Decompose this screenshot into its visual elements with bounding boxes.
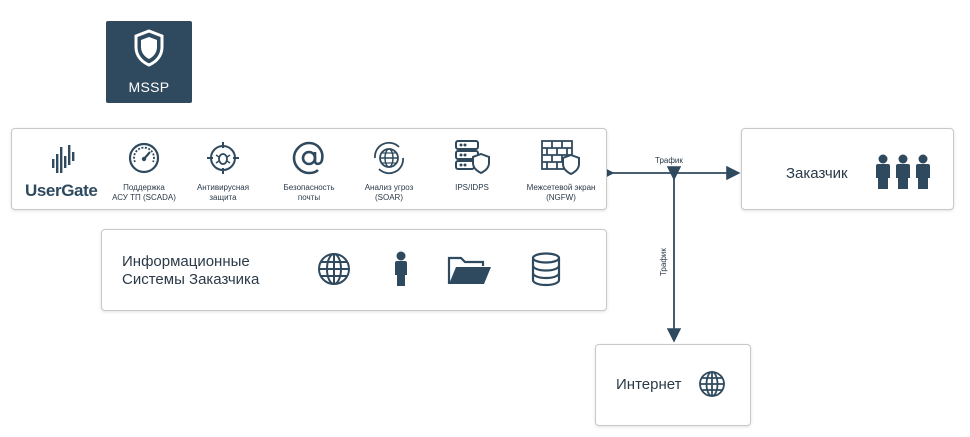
people-icon [876, 154, 930, 189]
client-title: Заказчик [786, 165, 848, 182]
client-infosystems-panel: Информационные Системы Заказчика [101, 229, 607, 311]
internet-panel: Интернет [595, 344, 751, 426]
globe-icon [318, 253, 350, 285]
service-label: Безопасность почты [283, 183, 335, 202]
mssp-label: MSSP [128, 79, 170, 95]
mssp-card: MSSP [106, 21, 192, 103]
server-shield-icon [455, 140, 490, 175]
at-icon [292, 141, 324, 175]
shield-icon [134, 29, 164, 67]
infosys-title: Информационные Системы Заказчика [122, 253, 260, 288]
service-label: Анализ угроз (SOAR) [364, 183, 414, 202]
client-panel: Заказчик [741, 128, 954, 210]
bug-target-icon [207, 142, 239, 174]
traffic-label-horizontal: Трафик [655, 156, 683, 165]
internet-title: Интернет [616, 376, 682, 393]
usergate-logo-icon [52, 145, 75, 173]
traffic-label-vertical: Трафик [659, 248, 668, 276]
service-label: Антивирусная защита [196, 183, 250, 202]
service-label: Межсетевой экран (NGFW) [526, 183, 596, 202]
globe-icon [699, 371, 725, 397]
usergate-logo: UserGate [25, 181, 98, 200]
person-icon [395, 251, 407, 286]
service-label: IPS/IDPS [455, 183, 489, 192]
gauge-icon [128, 142, 160, 174]
globe-cycle-icon [374, 141, 404, 175]
database-icon [531, 252, 561, 287]
firewall-shield-icon [541, 140, 580, 176]
service-label: Поддержка АСУ ТП (SCADA) [112, 183, 176, 202]
folder-icon [447, 256, 491, 284]
services-panel: UserGate Поддержка АСУ ТП (SCADA) Антиви… [11, 128, 607, 210]
